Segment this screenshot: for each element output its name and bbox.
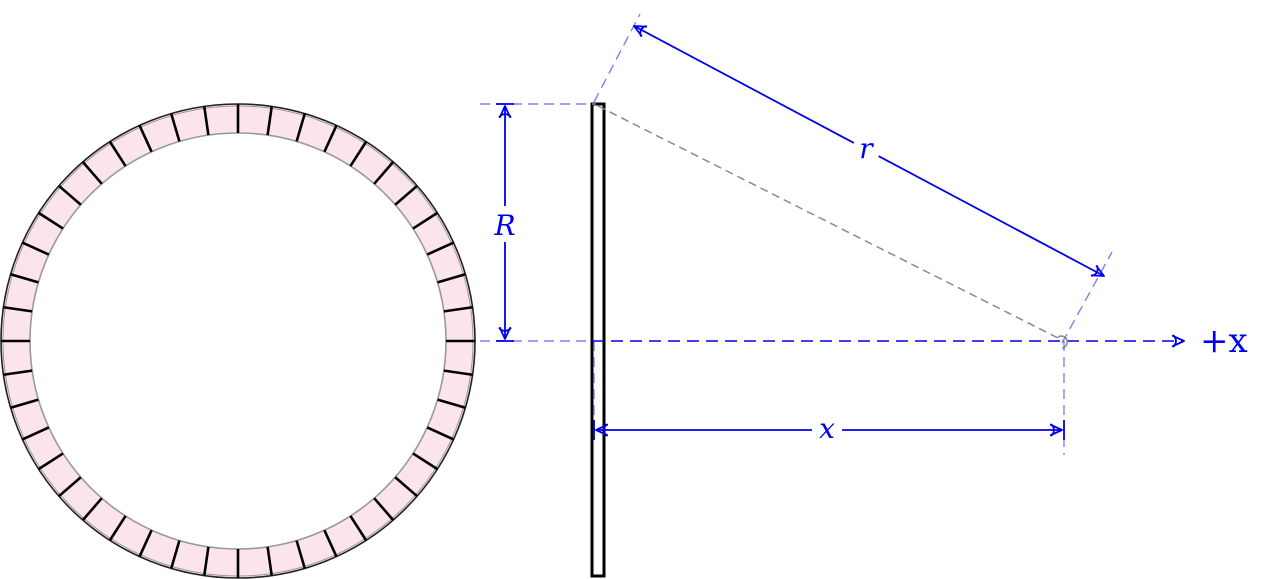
- distance-guide-line: [597, 105, 1065, 342]
- ring-inner-edge: [29, 132, 447, 550]
- ring-segment-dividers: [1, 104, 475, 578]
- ring-segment-divider: [10, 398, 39, 410]
- charged-ring-front-view: [0, 103, 476, 579]
- ring-segment-divider: [266, 546, 274, 576]
- R-label: R: [493, 209, 515, 242]
- ring-segment-divider: [295, 113, 307, 142]
- ring-segment-divider: [323, 529, 338, 558]
- ring-segment-divider: [295, 540, 307, 569]
- ring-segment-divider: [437, 272, 466, 284]
- ring-segment-divider: [349, 140, 368, 167]
- ring-segment-divider: [323, 124, 338, 153]
- ring-segment-divider: [373, 161, 395, 185]
- ring-segment-divider: [394, 476, 418, 498]
- ring-segment-divider: [138, 529, 153, 558]
- ring-segment-divider: [37, 211, 64, 230]
- ring-segment-divider: [108, 140, 127, 167]
- ring-segment-divider: [3, 305, 33, 313]
- ring-segment-divider: [108, 515, 127, 542]
- ring-segment-divider: [81, 161, 103, 185]
- x-label: x: [819, 412, 835, 445]
- ring-segment-divider: [3, 369, 33, 377]
- r-extension-top: [593, 13, 641, 103]
- ring-segment-divider: [169, 540, 181, 569]
- ring-segment-divider: [58, 184, 82, 206]
- ring-segment-divider: [412, 211, 439, 230]
- r-extension-bottom: [1061, 251, 1113, 344]
- ring-segment-divider: [10, 272, 39, 284]
- ring-segment-divider: [426, 426, 455, 441]
- ring-segment-divider: [443, 369, 473, 377]
- field-point-marker: [1057, 335, 1068, 349]
- ring-side-view: [590, 102, 606, 578]
- ring-segment-divider: [349, 515, 368, 542]
- ring-segment-divider: [412, 452, 439, 471]
- ring-segment-divider: [37, 452, 64, 471]
- ring-segment-divider: [437, 398, 466, 410]
- ring-segment-divider: [138, 124, 153, 153]
- ring-segment-divider: [202, 546, 210, 576]
- ring-segment-divider: [266, 106, 274, 136]
- x-axis-label: +x: [1200, 321, 1248, 361]
- ring-segment-divider: [443, 305, 473, 313]
- ring-segment-divider: [21, 426, 50, 441]
- ring-segment-divider: [81, 497, 103, 521]
- ring-segment-divider: [169, 113, 181, 142]
- ring-segment-divider: [202, 106, 210, 136]
- ring-segment-divider: [394, 184, 418, 206]
- ring-segment-divider: [373, 497, 395, 521]
- ring-segment-divider: [426, 241, 455, 256]
- ring-segment-divider: [58, 476, 82, 498]
- r-label: r: [859, 132, 874, 165]
- ring-segment-divider: [21, 241, 50, 256]
